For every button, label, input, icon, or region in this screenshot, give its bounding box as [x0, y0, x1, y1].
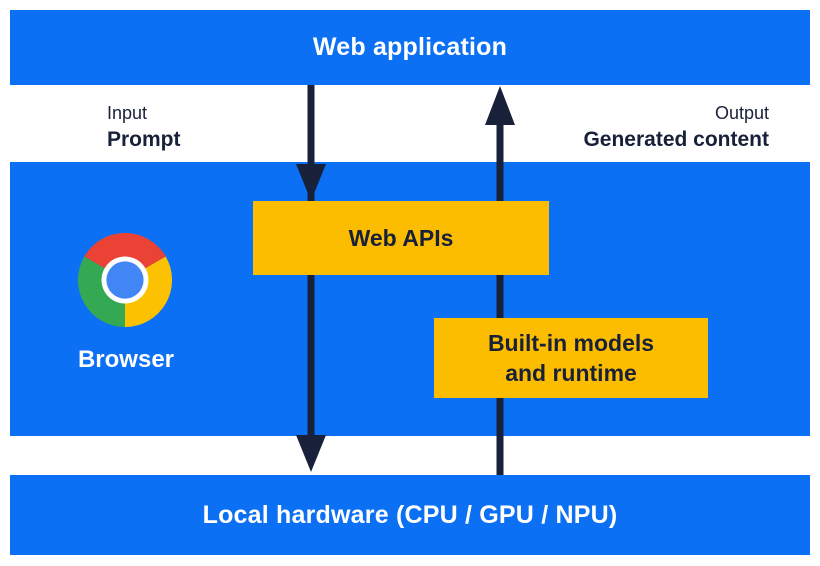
input-caption: Input: [107, 103, 148, 123]
browser-panel: Browser Web APIs Built-in models and run…: [10, 162, 810, 436]
local-hardware-bar: Local hardware (CPU / GPU / NPU): [10, 475, 810, 555]
generated-content-label: Generated content: [583, 128, 769, 151]
prompt-label: Prompt: [107, 128, 181, 151]
web-application-label: Web application: [312, 33, 508, 61]
chrome-logo-icon: [77, 232, 173, 327]
web-apis-box: Web APIs: [253, 201, 549, 275]
output-flow-labels: Output Generated content: [583, 101, 769, 154]
built-in-models-label-line1: Built-in models: [487, 330, 655, 356]
built-in-models-label-line2: and runtime: [505, 360, 637, 386]
browser-label: Browser: [77, 346, 175, 373]
output-caption: Output: [714, 103, 769, 123]
web-apis-label: Web APIs: [348, 225, 454, 251]
built-in-models-box: Built-in models and runtime: [434, 318, 708, 398]
local-hardware-label: Local hardware (CPU / GPU / NPU): [202, 500, 618, 529]
web-application-bar: Web application: [10, 10, 810, 85]
input-flow-labels: Input Prompt: [107, 101, 181, 154]
